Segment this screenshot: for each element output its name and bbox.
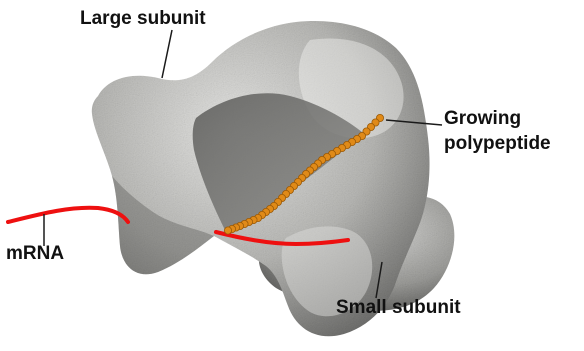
leader-large-subunit [162, 30, 172, 78]
amino-acid-bead [224, 227, 231, 234]
label-growing-line2: polypeptide [444, 131, 551, 156]
mrna-strand [8, 208, 128, 222]
label-small-subunit: Small subunit [336, 297, 461, 319]
label-mrna: mRNA [6, 243, 64, 265]
label-growing-polypeptide: Growing polypeptide [444, 106, 551, 156]
label-large-subunit: Large subunit [80, 8, 206, 30]
label-growing-line1: Growing [444, 106, 551, 131]
